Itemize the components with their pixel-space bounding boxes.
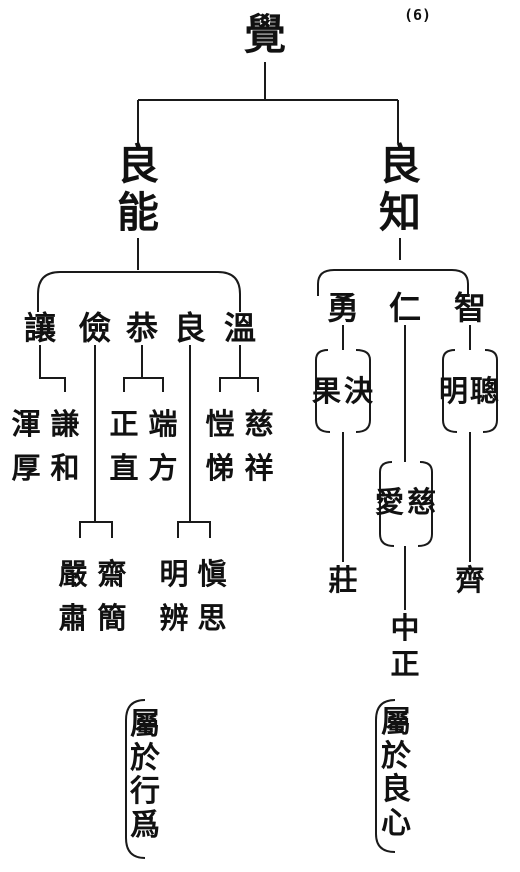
right-title-char-1: 良 (378, 140, 421, 189)
left-title-char-2: 能 (116, 188, 159, 237)
left-title-char-1: 良 (116, 140, 159, 189)
pair-char: 渾 (11, 407, 41, 441)
lower-char: 愼 (197, 557, 227, 591)
note-char: 於 (381, 738, 411, 774)
lower-char: 明 (159, 557, 189, 591)
pair-char: 謙 (50, 407, 80, 441)
pair-char: 方 (148, 451, 178, 485)
page-number: (6) (404, 6, 432, 24)
brace-char: 決 (344, 374, 374, 408)
right-virtue: 智 (453, 289, 486, 327)
lower-char: 思 (197, 601, 227, 635)
left-virtue: 良 (173, 309, 206, 347)
left-virtue: 恭 (125, 309, 158, 347)
pair-char: 厚 (11, 451, 41, 485)
brace-char: 聰 (470, 374, 500, 408)
left-virtue: 溫 (223, 309, 256, 347)
bottom-char: 齊 (455, 563, 485, 597)
pair-char: 慈 (244, 407, 274, 441)
note-char: 良 (381, 772, 411, 808)
note-char: 行 (130, 774, 160, 810)
pair-char: 祥 (244, 451, 274, 485)
right-virtue: 勇 (326, 289, 359, 327)
lower-char: 肅 (58, 601, 88, 635)
lower-char: 簡 (97, 601, 127, 635)
pair-char: 端 (148, 407, 178, 441)
right-branch-note: 屬 於 良 心 (379, 706, 413, 840)
left-branch-note: 屬 於 行 爲 (128, 708, 162, 842)
brace-char: 愛 (375, 485, 405, 519)
brace-char: 慈 (407, 485, 437, 519)
note-char: 爲 (130, 807, 160, 843)
brace-char: 果 (312, 374, 342, 408)
pair-char: 悌 (205, 451, 235, 485)
right-title-char-2: 知 (378, 188, 421, 237)
center-chain-char: 中 (390, 611, 420, 645)
bottom-char: 莊 (328, 563, 358, 597)
brace-char: 明 (439, 374, 469, 408)
left-virtue: 儉 (78, 309, 111, 347)
lower-char: 齋 (97, 557, 127, 591)
pair-char: 愷 (205, 407, 235, 441)
lower-char: 嚴 (58, 557, 88, 591)
root-node: 覺 (243, 10, 286, 59)
note-char: 屬 (381, 705, 411, 740)
pair-char: 和 (50, 451, 80, 485)
right-virtue: 仁 (388, 289, 421, 327)
note-char: 屬 (130, 707, 160, 742)
center-chain-char: 正 (390, 647, 420, 681)
pair-char: 直 (109, 451, 139, 485)
left-virtue: 讓 (23, 309, 56, 347)
pair-char: 正 (109, 407, 139, 441)
lower-char: 辨 (159, 601, 189, 635)
note-char: 心 (381, 805, 411, 841)
note-char: 於 (130, 740, 160, 776)
